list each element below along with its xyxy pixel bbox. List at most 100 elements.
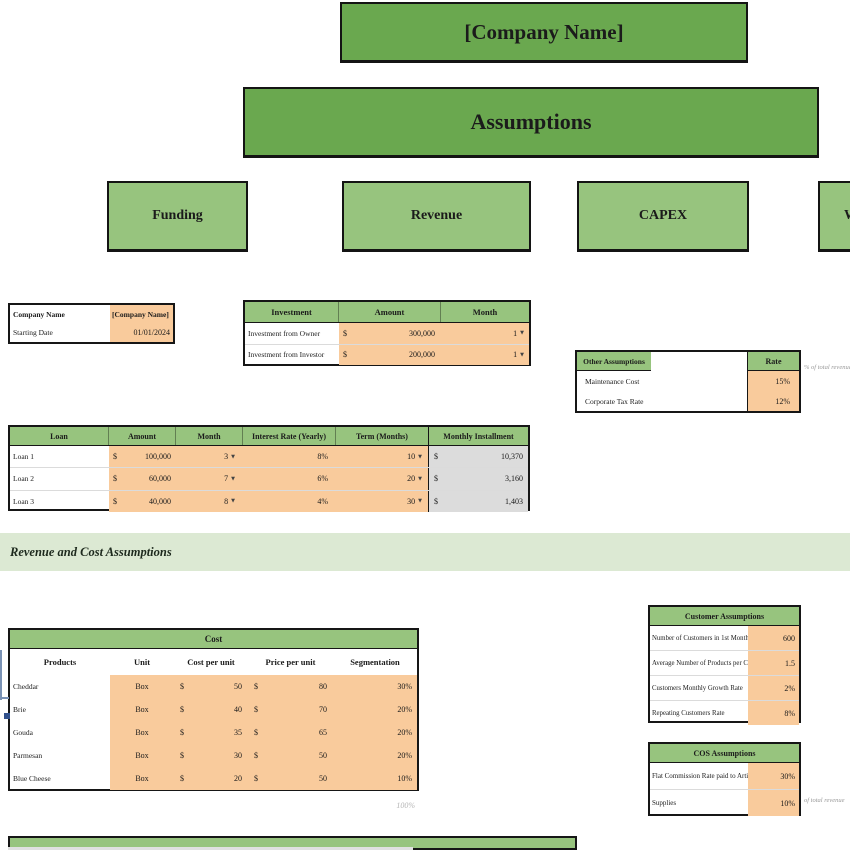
- flat-commission-label: Flat Commission Rate paid to Artists: [652, 772, 748, 780]
- loan-amount-cell[interactable]: $ 60,000: [109, 468, 176, 490]
- month-value: 3: [224, 452, 229, 462]
- dropdown-arrow-icon[interactable]: ▼: [520, 330, 524, 337]
- currency-symbol: $: [434, 474, 438, 484]
- monthly-installment-header: Monthly Installment: [428, 427, 528, 445]
- loan-interest-cell[interactable]: 4%: [243, 490, 336, 512]
- dropdown-arrow-icon[interactable]: ▼: [520, 351, 524, 358]
- table-row: Repeating Customers Rate 8%: [650, 701, 799, 725]
- segmentation-cell[interactable]: 30%: [333, 675, 417, 698]
- investment-header-row: Investment Amount Month: [245, 302, 529, 323]
- loan-installment-cell: $ 10,370: [428, 446, 528, 468]
- dropdown-arrow-icon[interactable]: ▼: [418, 453, 422, 460]
- loan-term-cell[interactable]: 30 ▼: [336, 490, 428, 512]
- table-row: Parmesan Box $ 30 $ 50 20%: [10, 744, 417, 767]
- supplies-note: of total revenue: [804, 797, 845, 804]
- loan-amount-cell[interactable]: $ 100,000: [109, 446, 176, 468]
- company-name-value-cell[interactable]: [Company Name]: [110, 305, 173, 324]
- loan-term-cell[interactable]: 20 ▼: [336, 468, 428, 490]
- flat-commission-value[interactable]: 30%: [748, 763, 799, 789]
- cost-cell[interactable]: $ 35: [174, 721, 248, 744]
- unit-cell[interactable]: Box: [110, 721, 174, 744]
- unit-cell[interactable]: Box: [110, 767, 174, 790]
- repeating-customers-rate-value[interactable]: 8%: [748, 701, 799, 725]
- cost-cell[interactable]: $ 20: [174, 767, 248, 790]
- monthly-growth-rate-label: Customers Monthly Growth Rate: [652, 684, 743, 692]
- price-cell[interactable]: $ 80: [248, 675, 333, 698]
- product-label: Cheddar: [13, 682, 39, 691]
- currency-symbol: $: [180, 682, 184, 691]
- investment-owner-amount-cell[interactable]: $ 300,000: [339, 323, 441, 344]
- term-value: 10: [407, 452, 416, 462]
- segmentation-cell[interactable]: 20%: [333, 744, 417, 767]
- selection-border-horizontal: [0, 697, 9, 699]
- currency-symbol: $: [434, 452, 438, 462]
- currency-symbol: $: [254, 705, 258, 714]
- table-row: Number of Customers in 1st Month 600: [650, 626, 799, 651]
- segmentation-cell[interactable]: 20%: [333, 721, 417, 744]
- table-row: Starting Date 01/01/2024: [10, 323, 173, 342]
- loan-month-cell[interactable]: 7 ▼: [176, 468, 243, 490]
- cost-cell[interactable]: $ 30: [174, 744, 248, 767]
- capex-box: CAPEX: [577, 181, 749, 252]
- loan-label: Loan 1: [13, 452, 35, 462]
- product-label: Parmesan: [13, 751, 43, 760]
- monthly-growth-rate-value[interactable]: 2%: [748, 676, 799, 700]
- cost-cell[interactable]: $ 40: [174, 698, 248, 721]
- next-section-gray-strip: [8, 847, 413, 850]
- loan-interest-cell[interactable]: 8%: [243, 446, 336, 468]
- maintenance-cost-note: % of total revenue: [804, 364, 850, 371]
- selection-fill-handle[interactable]: [4, 713, 10, 719]
- currency-symbol: $: [113, 452, 117, 462]
- price-value: 50: [319, 774, 327, 783]
- unit-cell[interactable]: Box: [110, 744, 174, 767]
- capex-box-label: CAPEX: [638, 208, 688, 223]
- price-cell[interactable]: $ 65: [248, 721, 333, 744]
- loan-interest-cell[interactable]: 6%: [243, 468, 336, 490]
- table-row: Loan 3 $ 40,000 8 ▼ 4% 30 ▼ $ 1,403: [10, 490, 528, 512]
- segmentation-cell[interactable]: 20%: [333, 698, 417, 721]
- segmentation-total: 100%: [396, 801, 415, 810]
- investment-investor-amount-cell[interactable]: $ 200,000: [339, 344, 441, 365]
- price-cell[interactable]: $ 70: [248, 698, 333, 721]
- investment-owner-month-cell[interactable]: 1 ▼: [441, 323, 529, 344]
- loan-term-cell[interactable]: 10 ▼: [336, 446, 428, 468]
- supplies-value[interactable]: 10%: [748, 790, 799, 816]
- table-row: Loan 2 $ 60,000 7 ▼ 6% 20 ▼ $ 3,160: [10, 468, 528, 491]
- unit-cell[interactable]: Box: [110, 698, 174, 721]
- currency-symbol: $: [180, 774, 184, 783]
- loan-amount-cell[interactable]: $ 40,000: [109, 490, 176, 512]
- dropdown-arrow-icon[interactable]: ▼: [231, 475, 235, 482]
- dropdown-arrow-icon[interactable]: ▼: [418, 498, 422, 505]
- cos-assumptions-title: COS Assumptions: [650, 744, 799, 762]
- customers-first-month-value[interactable]: 600: [748, 626, 799, 650]
- dropdown-arrow-icon[interactable]: ▼: [418, 475, 422, 482]
- amount-value: 40,000: [149, 496, 171, 506]
- price-cell[interactable]: $ 50: [248, 744, 333, 767]
- price-value: 65: [319, 728, 327, 737]
- unit-cell[interactable]: Box: [110, 675, 174, 698]
- maintenance-cost-rate-cell[interactable]: 15%: [747, 371, 799, 391]
- avg-products-per-customer-value[interactable]: 1.5: [748, 651, 799, 675]
- month-value: 8: [224, 496, 229, 506]
- loan-month-cell[interactable]: 3 ▼: [176, 446, 243, 468]
- dropdown-arrow-icon[interactable]: ▼: [231, 453, 235, 460]
- revenue-box-label: Revenue: [410, 208, 463, 223]
- dropdown-arrow-icon[interactable]: ▼: [231, 498, 235, 505]
- funding-box-label: Funding: [152, 208, 203, 223]
- cost-cell[interactable]: $ 50: [174, 675, 248, 698]
- table-row: Investment from Investor $ 200,000 1 ▼: [245, 344, 529, 365]
- section-header-band: Revenue and Cost Assumptions: [0, 533, 850, 571]
- amount-value: 300,000: [409, 328, 435, 338]
- company-info-table: Company Name [Company Name] Starting Dat…: [8, 303, 175, 344]
- segmentation-cell[interactable]: 10%: [333, 767, 417, 790]
- investment-table: Investment Amount Month Investment from …: [243, 300, 531, 366]
- investment-investor-month-cell[interactable]: 1 ▼: [441, 344, 529, 365]
- starting-date-value-cell[interactable]: 01/01/2024: [110, 323, 173, 342]
- table-row: Corporate Tax Rate 12%: [577, 391, 799, 411]
- loan-month-cell[interactable]: 8 ▼: [176, 490, 243, 512]
- price-cell[interactable]: $ 50: [248, 767, 333, 790]
- assumptions-title-label: Assumptions: [470, 109, 592, 134]
- header-spacer: [651, 352, 747, 371]
- product-label: Gouda: [13, 728, 33, 737]
- corporate-tax-rate-cell[interactable]: 12%: [747, 391, 799, 411]
